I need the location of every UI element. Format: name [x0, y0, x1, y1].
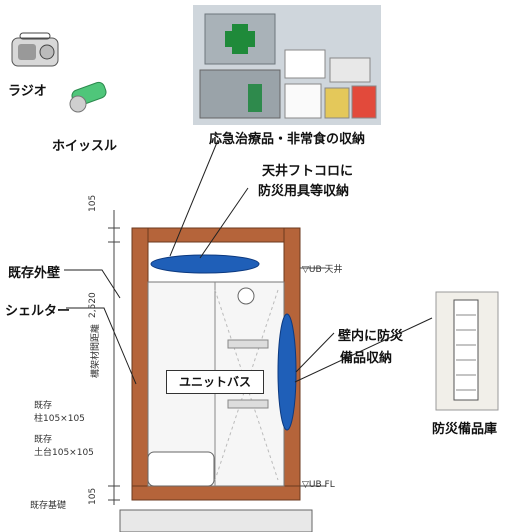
ceiling-label-line1: 天井フトコロに [262, 164, 354, 179]
wall-storage-ellipse [277, 313, 297, 431]
existing-post: 既存 柱105×105 [34, 401, 85, 424]
ub-fl-mark: ▽UB FL [302, 480, 335, 490]
storehouse-label: 防災備品庫 [432, 422, 498, 437]
dim-height: 2,520 [88, 292, 98, 318]
existing-wall-label: 既存外壁 [8, 266, 61, 281]
dim-top: 105 [88, 194, 98, 212]
unit-bath-label: ユニットバス [166, 370, 264, 394]
dim-bottom: 105 [88, 487, 98, 505]
existing-sill: 既存 土台105×105 [34, 435, 94, 458]
shelter-frame [119, 227, 313, 532]
whistle-label: ホイッスル [52, 139, 118, 154]
storehouse-image [435, 291, 499, 411]
shelter-label: シェルター [5, 304, 71, 319]
dimension-line [108, 210, 326, 505]
ceiling-label-line2: 防災用具等収納 [258, 184, 350, 199]
height-note: 構架材間距離 [91, 323, 101, 378]
whistle-image [69, 81, 107, 113]
radio-label: ラジオ [8, 84, 47, 99]
ub-ceiling-mark: ▽UB 天井 [302, 265, 343, 275]
existing-foundation: 既存基礎 [30, 501, 67, 511]
leader-lines [64, 139, 433, 385]
first-aid-label: 応急治療品・非常食の収納 [209, 132, 366, 147]
wall-storage-label-line1: 壁内に防災 [338, 329, 404, 344]
ceiling-storage-ellipse [150, 254, 260, 274]
radio-image [11, 32, 59, 67]
wall-storage-label-line2: 備品収納 [340, 351, 393, 366]
first-aid-kit-photo [193, 5, 381, 125]
